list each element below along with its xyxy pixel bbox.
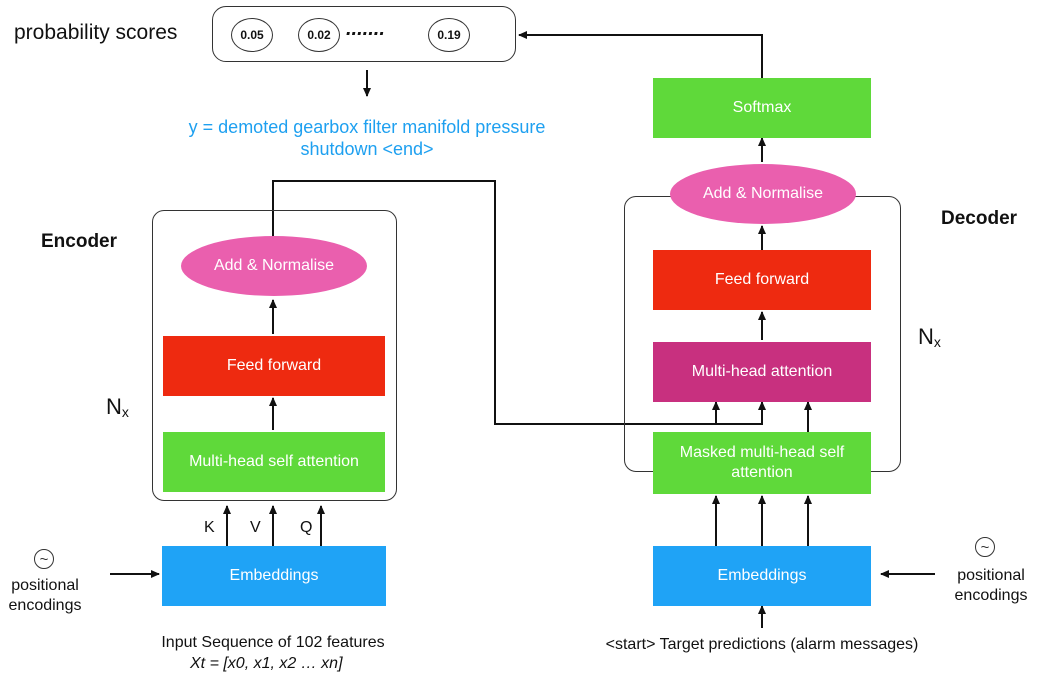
encoder-self-attention: Multi-head self attention (163, 432, 385, 492)
encoder-input-formula: Xt = [x0, x1, x2 … xn] (190, 655, 343, 672)
sine-wave-circle-icon: ~ (34, 549, 54, 569)
decoder-repeat-label: Nx (918, 324, 941, 350)
decoder-input-label: <start> Target predictions (alarm messag… (605, 636, 919, 653)
score-bubble-3: 0.19 (428, 18, 470, 52)
predicted-sequence-line2: shutdown <end> (300, 139, 434, 159)
encoder-stack (152, 210, 397, 501)
softmax-layer: Softmax (653, 78, 871, 138)
encoder-add-normalise: Add & Normalise (181, 236, 367, 296)
value-label: V (250, 519, 261, 536)
decoder-stack (624, 196, 901, 472)
decoder-masked-self-attention: Masked multi-head self attention (653, 432, 871, 494)
probability-scores-panel: 0.05 0.02 ....... 0.19 (212, 6, 516, 62)
key-label: K (204, 519, 215, 536)
decoder-add-normalise: Add & Normalise (670, 164, 856, 224)
score-bubble-2: 0.02 (298, 18, 340, 52)
encoder-heading: Encoder (41, 231, 118, 252)
scores-ellipsis: ....... (346, 18, 385, 40)
score-bubble-1: 0.05 (231, 18, 273, 52)
encoder-positional-encodings-label: positional encodings (8, 577, 82, 614)
predicted-sequence-line1: y = demoted gearbox filter manifold pres… (188, 117, 546, 137)
encoder-output-line (272, 180, 766, 425)
query-label: Q (300, 519, 313, 536)
decoder-feed-forward: Feed forward (653, 250, 871, 310)
decoder-positional-encodings-label: positional encodings (954, 567, 1028, 604)
softmax-to-scores-line (518, 31, 763, 78)
decoder-heading: Decoder (941, 208, 1018, 229)
predicted-sequence: y = demoted gearbox filter manifold pres… (112, 116, 622, 160)
encoder-repeat-label: Nx (106, 394, 129, 420)
decoder-cross-attention: Multi-head attention (653, 342, 871, 402)
decoder-embeddings: Embeddings (653, 546, 871, 606)
sine-wave-circle-icon: ~ (975, 537, 995, 557)
encoder-input-label: Input Sequence of 102 features (161, 634, 385, 651)
encoder-feed-forward: Feed forward (163, 336, 385, 396)
encoder-embeddings: Embeddings (162, 546, 386, 606)
probability-scores-label: probability scores (14, 21, 178, 44)
